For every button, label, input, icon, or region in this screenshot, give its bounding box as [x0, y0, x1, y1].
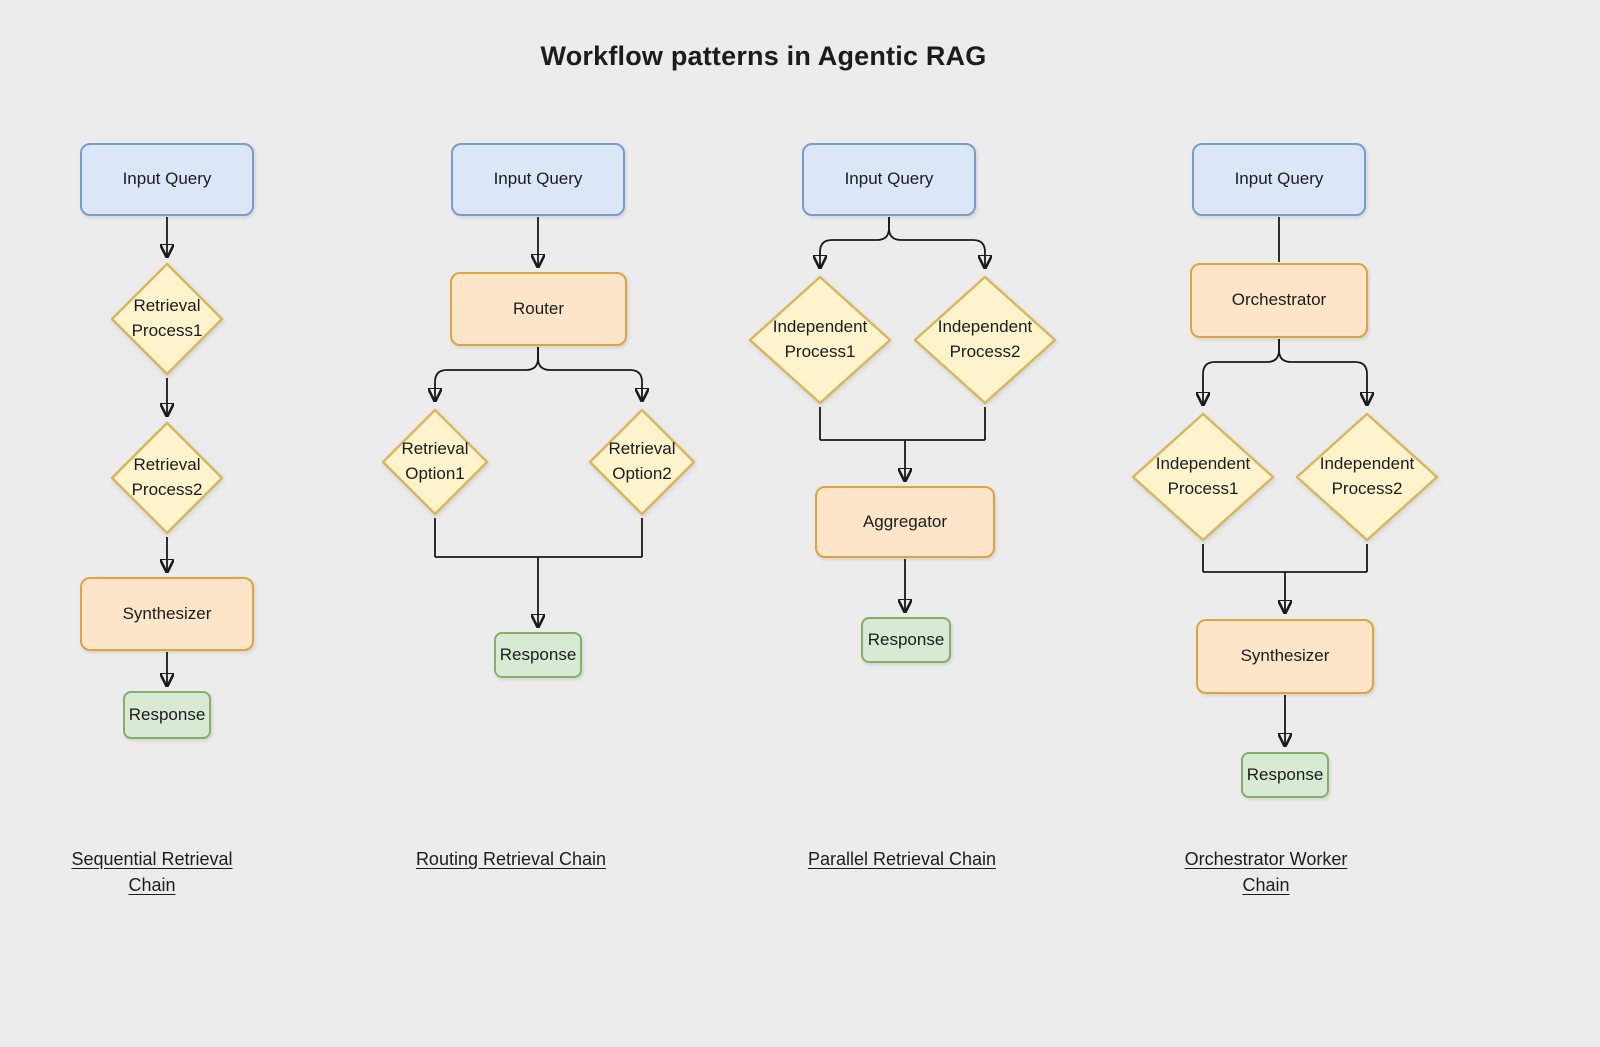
- orchestrator-connectors: [1203, 217, 1367, 745]
- orchestrator-input-query-node: Input Query: [1192, 143, 1366, 216]
- orchestrator-synthesizer-node: Synthesizer: [1196, 619, 1374, 694]
- node-label: Response: [867, 629, 945, 649]
- page-title: Workflow patterns in Agentic RAG: [540, 41, 987, 71]
- node-label: Response: [1246, 764, 1324, 784]
- orchestrator-orchestrator-node: Orchestrator: [1190, 263, 1368, 338]
- diamond-shape: [110, 262, 224, 376]
- diamond-shape: [913, 275, 1057, 405]
- routing-retrieval-option2-diamond: Retrieval Option2: [587, 407, 697, 517]
- node-label: Router: [512, 298, 565, 318]
- sequential-response-node: Response: [123, 691, 211, 739]
- node-label: Independent Process2: [937, 317, 1033, 361]
- caption-parallel-retrieval-chain: Parallel Retrieval Chain: [807, 849, 997, 869]
- node-label: Retrieval Process2: [131, 455, 203, 499]
- node-label: Independent Process2: [1319, 454, 1415, 498]
- parallel-connectors: [820, 217, 985, 611]
- orchestrator-independent-process2-diamond: Independent Process2: [1294, 411, 1440, 543]
- orchestrator-response-node: Response: [1241, 752, 1329, 798]
- node-label: Retrieval Option1: [401, 439, 469, 483]
- node-label: Aggregator: [862, 511, 948, 531]
- routing-router-node: Router: [450, 272, 627, 346]
- sequential-retrieval-process1-diamond: Retrieval Process1: [109, 261, 225, 377]
- diamond-shape: [1295, 412, 1439, 542]
- node-label: Input Query: [1234, 169, 1324, 189]
- node-label: Independent Process1: [772, 317, 868, 361]
- diamond-shape: [588, 408, 696, 516]
- sequential-input-query-node: Input Query: [80, 143, 254, 216]
- node-label: Retrieval Option2: [608, 439, 676, 483]
- routing-input-query-node: Input Query: [451, 143, 625, 216]
- diamond-shape: [381, 408, 489, 516]
- node-label: Synthesizer: [1240, 646, 1330, 666]
- routing-retrieval-option1-diamond: Retrieval Option1: [380, 407, 490, 517]
- sequential-retrieval-process2-diamond: Retrieval Process2: [109, 420, 225, 536]
- node-label: Synthesizer: [122, 603, 212, 623]
- orchestrator-independent-process1-diamond: Independent Process1: [1130, 411, 1276, 543]
- caption-routing-retrieval-chain: Routing Retrieval Chain: [415, 849, 607, 869]
- parallel-aggregator-node: Aggregator: [815, 486, 995, 558]
- node-label: Independent Process1: [1155, 454, 1251, 498]
- parallel-independent-process1-diamond: Independent Process1: [747, 274, 893, 406]
- parallel-input-query-node: Input Query: [802, 143, 976, 216]
- node-label: Response: [499, 644, 577, 664]
- routing-response-node: Response: [494, 632, 582, 678]
- caption-sequential-retrieval-chain: Sequential Retrieval Chain: [71, 849, 233, 895]
- parallel-independent-process2-diamond: Independent Process2: [912, 274, 1058, 406]
- node-label: Response: [128, 704, 206, 724]
- parallel-response-node: Response: [861, 617, 951, 663]
- diamond-shape: [110, 421, 224, 535]
- node-label: Input Query: [493, 169, 583, 189]
- caption-orchestrator-worker-chain: Orchestrator Worker Chain: [1184, 849, 1348, 895]
- node-label: Input Query: [122, 169, 212, 189]
- node-label: Orchestrator: [1231, 290, 1327, 310]
- diamond-shape: [1131, 412, 1275, 542]
- routing-connectors: [435, 217, 642, 626]
- diamond-shape: [748, 275, 892, 405]
- sequential-synthesizer-node: Synthesizer: [80, 577, 254, 651]
- node-label: Input Query: [844, 169, 934, 189]
- node-label: Retrieval Process1: [131, 296, 203, 340]
